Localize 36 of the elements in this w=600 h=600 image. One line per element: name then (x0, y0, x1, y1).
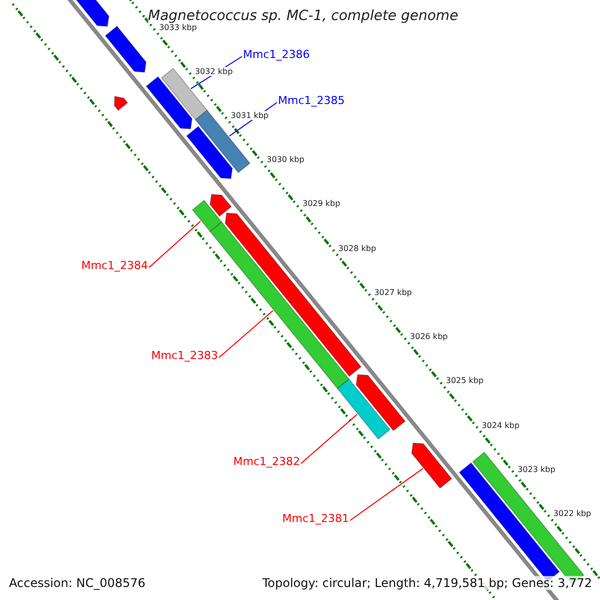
scale-label: 3022 kbp (553, 508, 592, 518)
gene-shape (194, 110, 251, 174)
leader-line (218, 310, 274, 358)
gene-label: Mmc1_2384 (81, 259, 148, 272)
scale-label: 3027 kbp (374, 288, 412, 297)
scale-label: 3029 kbp (302, 199, 340, 208)
scale-label: 3026 kbp (410, 332, 448, 342)
gene-shape (336, 378, 391, 440)
footer-text: Accession: NC_008576 (9, 576, 146, 590)
gene-label: Mmc1_2382 (233, 455, 300, 468)
gene-label: Mmc1_2385 (278, 94, 345, 107)
gene-shape (210, 194, 232, 217)
gene-shape (114, 96, 128, 111)
gene-shape (411, 442, 452, 489)
leader-line (300, 414, 358, 464)
leader-line (148, 220, 201, 268)
gene-shape (186, 126, 233, 180)
scale-label: 3032 kbp (194, 66, 233, 76)
scale-label: 3024 kbp (482, 420, 520, 430)
leader-line (350, 468, 424, 521)
gene-label: Mmc1_2381 (282, 512, 349, 525)
gene-shape (104, 26, 147, 73)
scale-label: 3030 kbp (266, 155, 304, 164)
gene-shape (356, 374, 406, 432)
gene-shape (192, 200, 222, 232)
scale-label: 3033 kbp (159, 22, 197, 32)
gene-shape (224, 212, 362, 377)
footer-text: Topology: circular; Length: 4,719,581 bp; Genes: 3,772 (262, 576, 592, 590)
scale-label: 3028 kbp (338, 244, 376, 253)
scale-label: 3023 kbp (518, 464, 556, 474)
gene-label: Mmc1_2386 (243, 48, 310, 61)
scale-label: 3031 kbp (230, 111, 268, 120)
scale-label: 3025 kbp (446, 376, 484, 386)
gene-label: Mmc1_2383 (151, 349, 218, 362)
map-title: Magnetococcus sp. MC-1, complete genome (148, 8, 458, 24)
gene-shape (146, 76, 193, 130)
